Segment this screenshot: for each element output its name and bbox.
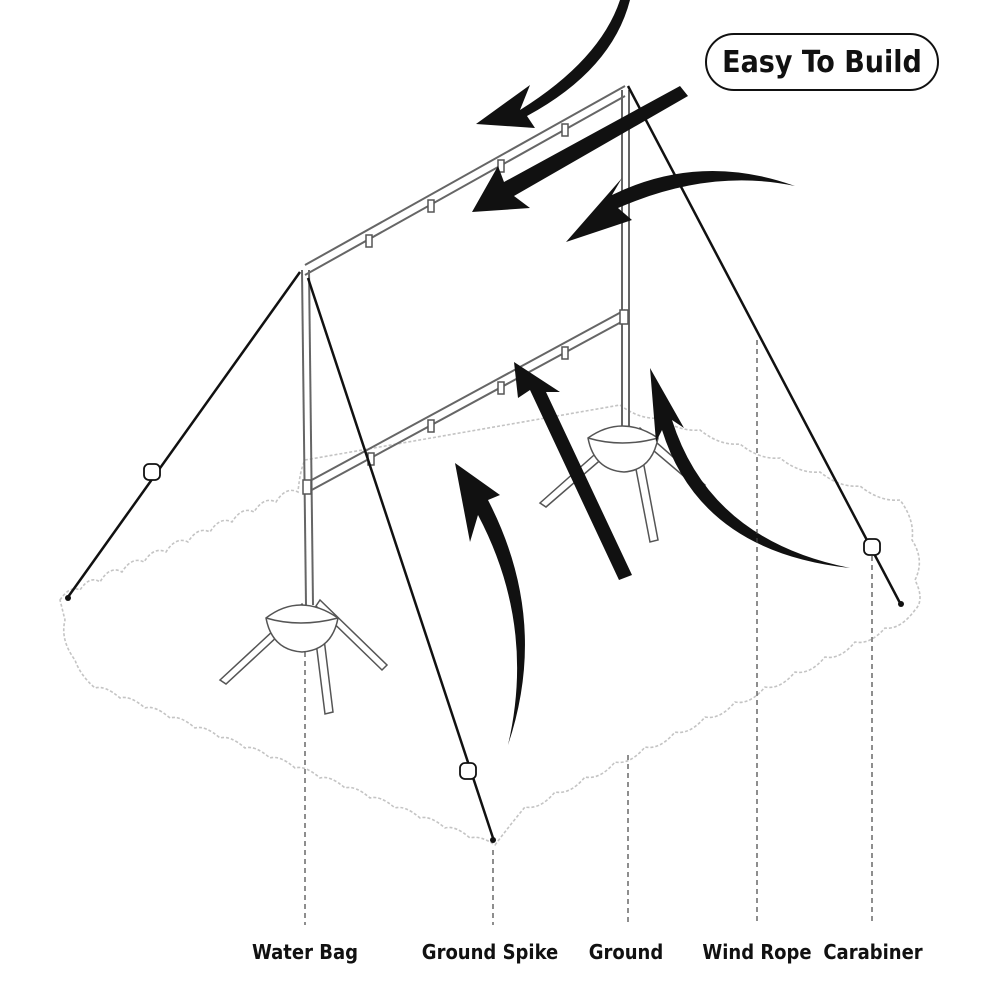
label-ground-spike: Ground Spike [421,940,559,964]
arrow-top-curve [476,0,630,128]
label-ground: Ground [588,940,664,964]
label-carabiner: Carabiner [823,940,923,964]
ground-sheet [59,404,921,847]
frame [301,85,630,606]
arrow-top-straight [472,86,688,212]
leader-lines [304,340,873,925]
frame-connectors [302,123,629,495]
label-wind-rope: Wind Rope [702,940,812,964]
wind-arrows [455,0,850,745]
water-bag-left [218,598,389,715]
label-water-bag: Water Bag [252,940,358,964]
arrow-left-up [455,463,525,745]
wind-ropes [66,85,902,839]
arrow-center-up [514,362,632,580]
arrow-right-up [650,368,850,568]
carabiners [143,463,881,780]
arrow-right-curve [566,170,795,242]
easy-to-build-badge: Easy To Build [705,33,939,91]
ground-spikes [65,595,904,843]
